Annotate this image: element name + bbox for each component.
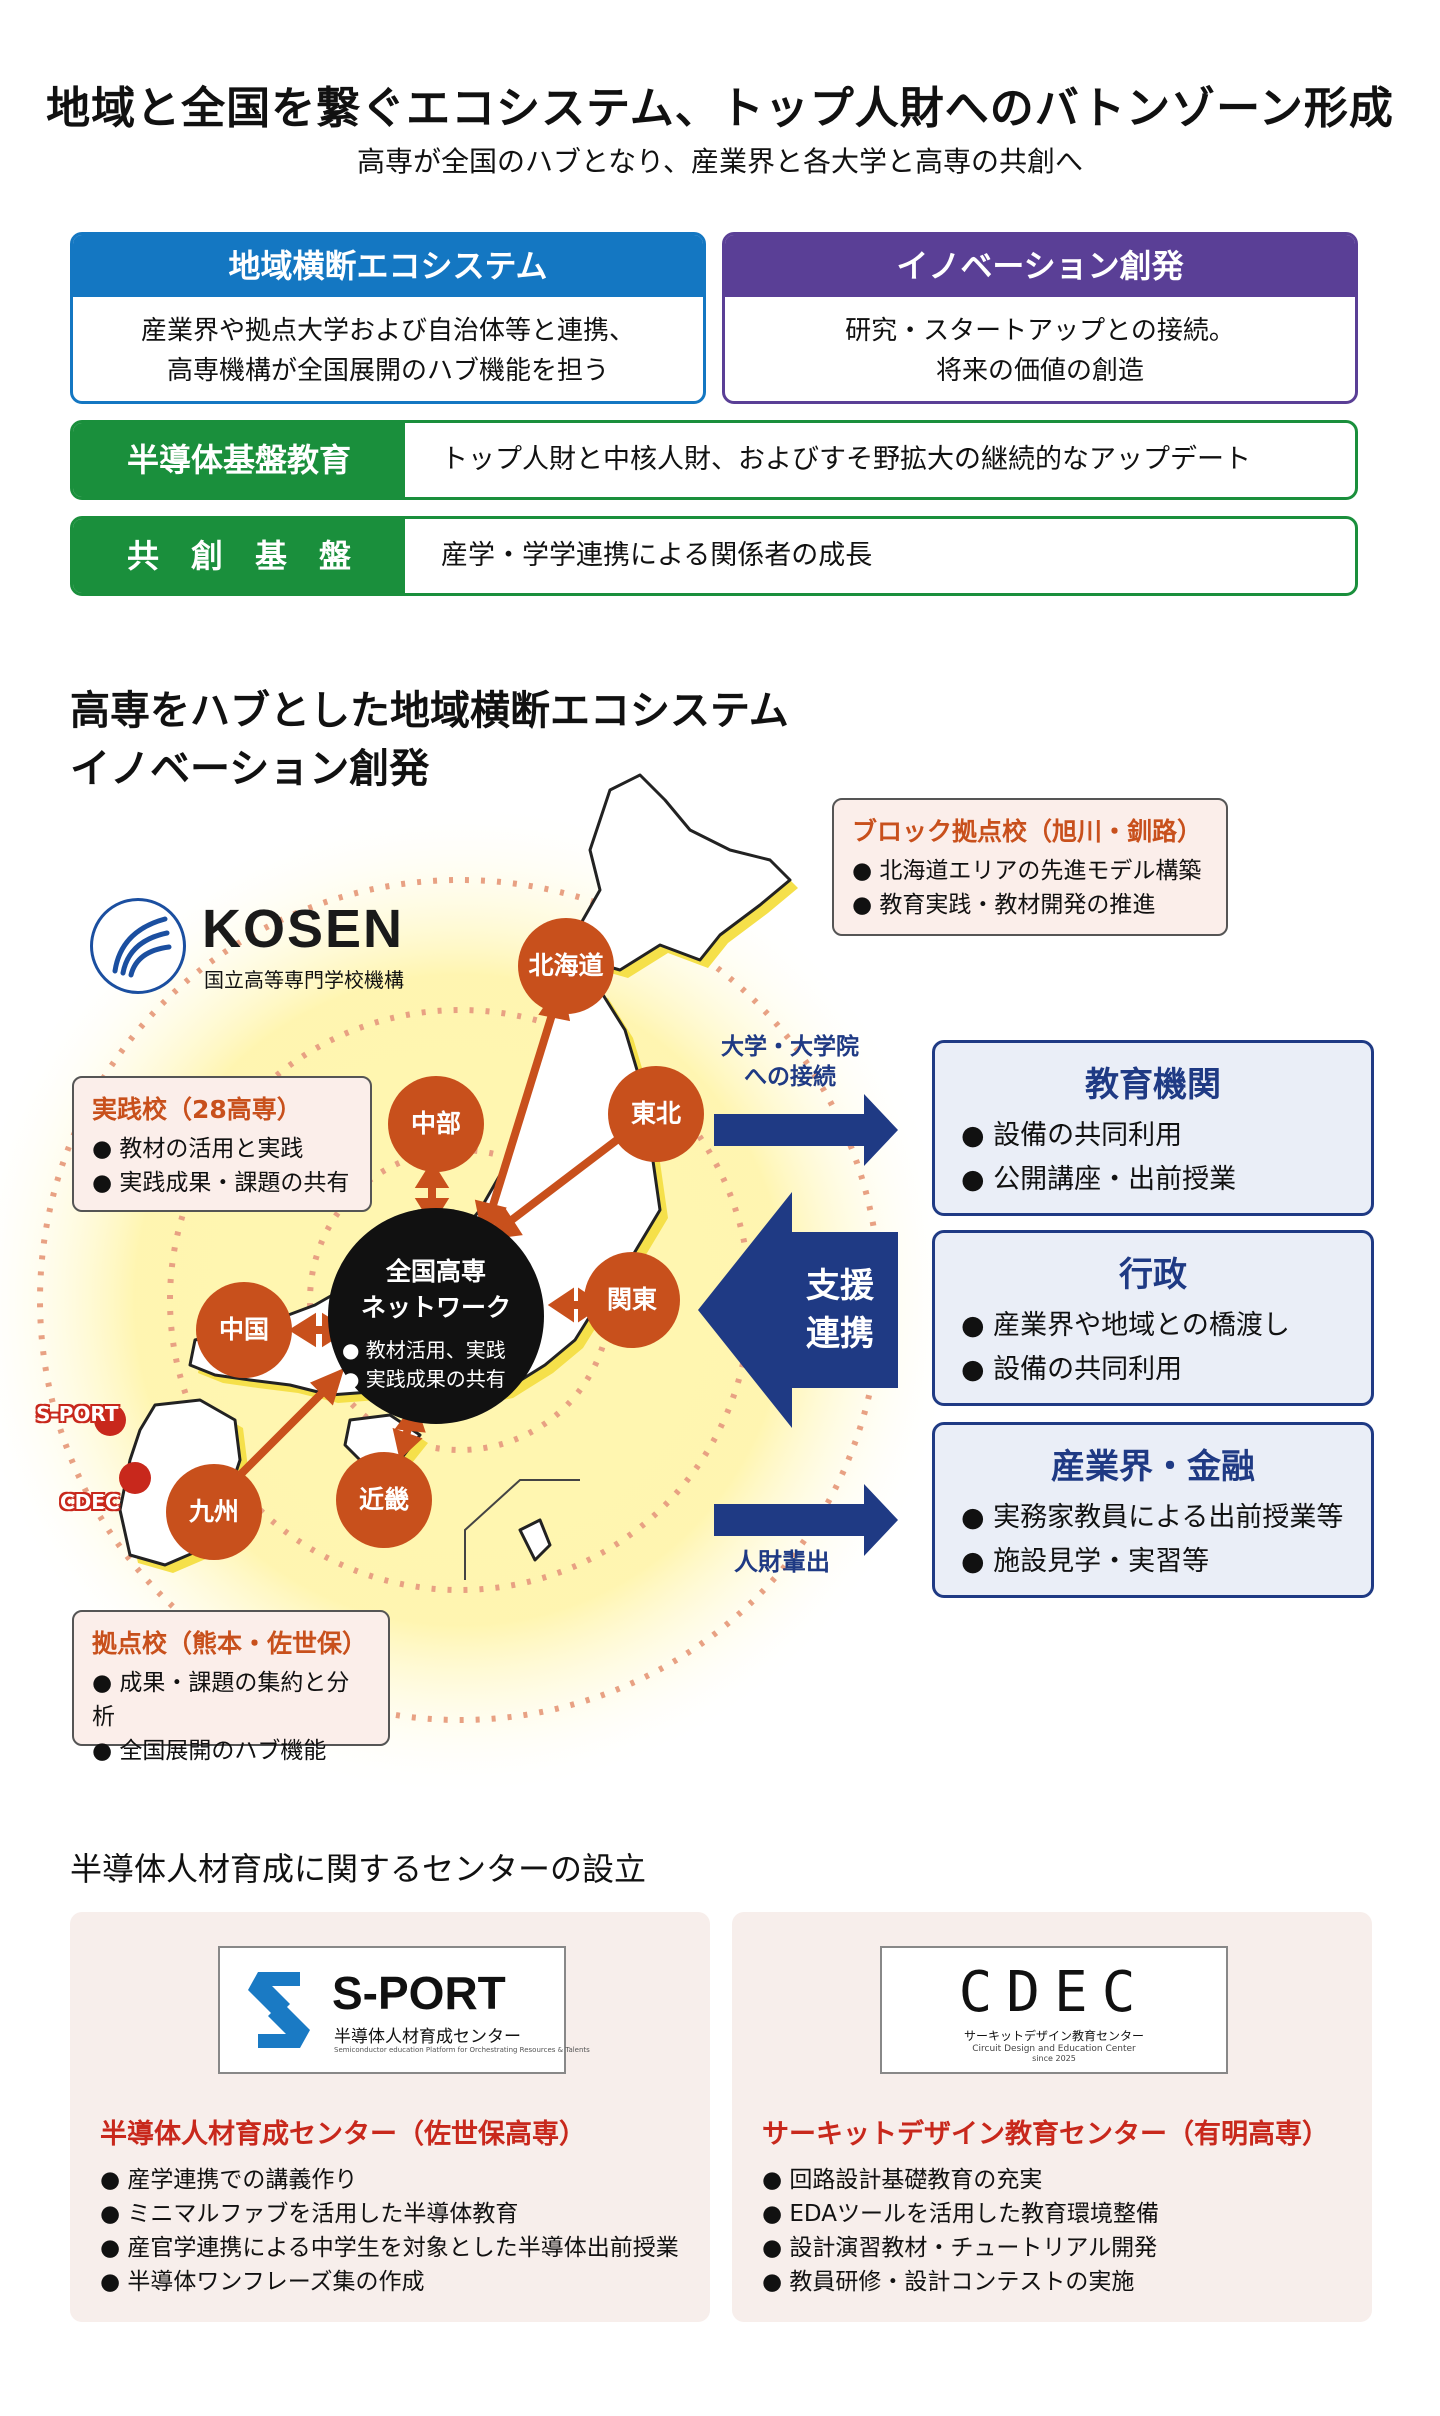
cdec-logo-tiny: Circuit Design and Education Center [972,2044,1136,2054]
support-arrow [698,1192,898,1428]
kosen-name: KOSEN [202,899,405,959]
sport-s-icon [248,1972,310,2048]
government-item: ● 設備の共同利用 [961,1354,1183,1385]
univ-arrow [714,1094,898,1166]
practice-school-title: 実践校（28高専） [92,1095,302,1124]
block-school-item: ● 教育実践・教材開発の推進 [852,892,1156,918]
cdec-logo: CDEC サーキットデザイン教育センター Circuit Design and … [880,1946,1228,2074]
node-kinki: 近畿 [336,1452,432,1548]
univ-label-line1: 大学・大学院 [721,1034,859,1060]
semiconductor-education-label: 半導体基盤教育 [73,423,405,497]
cocreation-row: 共 創 基 盤 産学・学学連携による関係者の成長 [70,516,1358,596]
government-item: ● 産業界や地域との橋渡し [961,1310,1290,1341]
support-label-line1: 支援 [806,1266,874,1306]
node-chubu: 中部 [388,1076,484,1172]
government-box: 行政 ● 産業界や地域との橋渡し ● 設備の共同利用 [932,1230,1374,1406]
semiconductor-education-text: トップ人財と中核人財、およびすそ野拡大の継続的なアップデート [441,444,1251,475]
sport-logo: S-PORT 半導体人材育成センター Semiconductor educati… [218,1946,590,2074]
support-label-line2: 連携 [806,1314,874,1354]
ecosystem-line1: 産業界や拠点大学および自治体等と連携、 [140,316,635,346]
national-network-hub: 全国高専 ネットワーク ● 教材活用、実践 ● 実践成果の共有 [328,1208,544,1424]
innovation-line1: 研究・スタートアップとの接続。 [845,316,1235,346]
semiconductor-education-row: 半導体基盤教育 トップ人財と中核人財、およびすそ野拡大の継続的なアップデート [70,420,1358,500]
page-title: 地域と全国を繋ぐエコシステム、トップ人財へのバトンゾーン形成 [46,83,1394,134]
block-school-title: ブロック拠点校（旭川・釧路） [852,817,1203,846]
block-school-item: ● 北海道エリアの先進モデル構築 [852,858,1202,884]
education-institution-box: 教育機関 ● 設備の共同利用 ● 公開講座・出前授業 [932,1040,1374,1216]
kosen-logo: KOSEN 国立高等専門学校機構 [90,898,440,998]
innovation-box: イノベーション創発 研究・スタートアップとの接続。 将来の価値の創造 [722,232,1358,404]
hub-title-line1: 全国高専 [385,1257,486,1286]
cdec-dot [119,1462,151,1494]
base-school-item: ● 成果・課題の集約と分析 [92,1670,350,1730]
cdec-center-item: ● 教員研修・設計コンテストの実施 [762,2269,1135,2295]
cdec-logo-name: CDEC [958,1960,1150,2025]
ecosystem-box: 地域横断エコシステム 産業界や拠点大学および自治体等と連携、 高専機構が全国展開… [70,232,706,404]
sport-map-label: S-PORT [36,1402,119,1426]
base-school-callout: 拠点校（熊本・佐世保） ● 成果・課題の集約と分析 ● 全国展開のハブ機能 [72,1610,390,1764]
sport-center-title: 半導体人材育成センター（佐世保高専） [100,2119,586,2150]
practice-school-callout: 実践校（28高専） ● 教材の活用と実践 ● 実践成果・課題の共有 [72,1076,372,1212]
univ-connection-label: 大学・大学院 への接続 [700,1032,880,1092]
node-kyushu: 九州 [166,1464,262,1560]
section2-title-line1: 高専をハブとした地域横断エコシステム [70,688,789,734]
cdec-logo-sub: サーキットデザイン教育センター [963,2029,1144,2043]
univ-label-line2: への接続 [744,1064,836,1090]
education-institution-title: 教育機関 [1085,1065,1221,1105]
node-tohoku: 東北 [608,1066,704,1162]
ecosystem-line2: 高専機構が全国展開のハブ機能を担う [166,356,609,386]
cdec-center-card: CDEC サーキットデザイン教育センター Circuit Design and … [732,1912,1372,2322]
sport-center-card: S-PORT 半導体人材育成センター Semiconductor educati… [70,1912,710,2322]
sport-center-item: ● 産官学連携による中学生を対象とした半導体出前授業 [100,2235,679,2261]
practice-school-item: ● 実践成果・課題の共有 [92,1170,350,1196]
innovation-title: イノベーション創発 [725,235,1355,297]
section3-title: 半導体人材育成に関するセンターの設立 [70,1850,647,1888]
talent-arrow [714,1484,898,1556]
okinawa-inset-line [464,1479,580,1580]
section2-title-line2: イノベーション創発 [70,746,430,792]
sport-center-item: ● ミニマルファブを活用した半導体教育 [100,2201,519,2227]
sport-logo-tiny: Semiconductor education Platform for Orc… [334,2046,590,2054]
talent-label: 人財輩出 [734,1548,830,1576]
base-school-item: ● 全国展開のハブ機能 [92,1738,327,1764]
cdec-center-title: サーキットデザイン教育センター（有明高専） [762,2119,1329,2150]
cdec-logo-since: since 2025 [1032,2054,1076,2063]
hub-item: ● 教材活用、実践 [342,1338,506,1362]
hub-item: ● 実践成果の共有 [342,1367,506,1391]
education-institution-item: ● 公開講座・出前授業 [961,1164,1237,1195]
government-title: 行政 [1119,1255,1187,1295]
industry-finance-item: ● 施設見学・実習等 [961,1546,1210,1577]
node-chugoku: 中国 [196,1282,292,1378]
sport-logo-name: S-PORT [332,1967,506,2019]
education-institution-item: ● 設備の共同利用 [961,1120,1183,1151]
cdec-center-item: ● 設計演習教材・チュートリアル開発 [762,2235,1158,2261]
block-school-callout: ブロック拠点校（旭川・釧路） ● 北海道エリアの先進モデル構築 ● 教育実践・教… [832,798,1228,936]
flow-arrows [698,1094,898,1556]
kosen-emblem-icon [90,898,186,994]
node-kanto: 関東 [584,1252,680,1348]
practice-school-item: ● 教材の活用と実践 [92,1136,304,1162]
industry-finance-box: 産業界・金融 ● 実務家教員による出前授業等 ● 施設見学・実習等 [932,1422,1374,1598]
sport-center-item: ● 半導体ワンフレーズ集の作成 [100,2269,425,2295]
support-label: 支援 連携 [790,1262,890,1358]
cdec-center-item: ● EDAツールを活用した教育環境整備 [762,2201,1159,2227]
sport-dot [94,1404,126,1436]
industry-finance-item: ● 実務家教員による出前授業等 [961,1502,1344,1533]
sport-center-item: ● 産学連携での講義作り [100,2167,358,2193]
hub-title-line2: ネットワーク [360,1293,511,1322]
cdec-center-item: ● 回路設計基礎教育の充実 [762,2167,1043,2193]
industry-finance-title: 産業界・金融 [1051,1447,1255,1487]
ecosystem-title: 地域横断エコシステム [73,235,703,297]
cocreation-text: 産学・学学連携による関係者の成長 [441,540,873,571]
node-hokkaido: 北海道 [518,918,614,1014]
innovation-line2: 将来の価値の創造 [935,356,1144,386]
sport-logo-sub: 半導体人材育成センター [334,2027,521,2047]
cdec-map-label: CDEC [60,1490,120,1514]
cocreation-label: 共 創 基 盤 [73,519,405,593]
base-school-title: 拠点校（熊本・佐世保） [92,1629,368,1658]
page-subtitle: 高専が全国のハブとなり、産業界と各大学と高専の共創へ [356,145,1084,178]
kosen-subname: 国立高等専門学校機構 [204,968,404,992]
